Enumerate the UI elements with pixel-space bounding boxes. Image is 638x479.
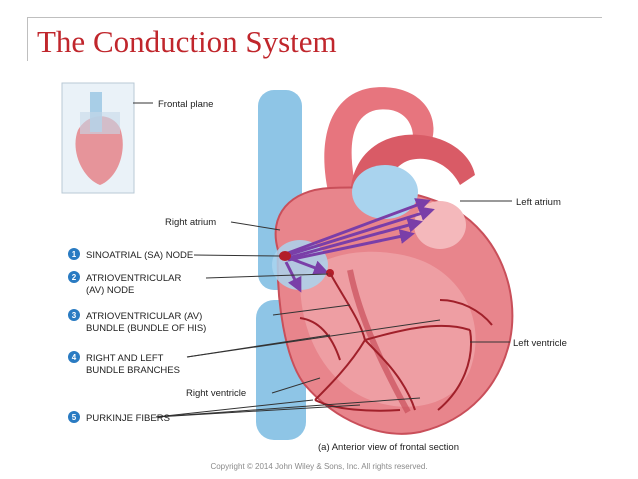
left-rule (27, 17, 28, 61)
slide-title: The Conduction System (37, 24, 337, 59)
label-av-bundle-line1: ATRIOVENTRICULAR (AV) (86, 311, 202, 322)
label-left-ventricle: Left ventricle (513, 338, 567, 349)
badge-5 (68, 411, 80, 423)
numbered-label-5: 5 PURKINJE FIBERS (68, 411, 170, 424)
sa-node (279, 251, 291, 261)
numbered-label-1: 1 SINOATRIAL (SA) NODE (68, 248, 193, 261)
copyright-notice: Copyright © 2014 John Wiley & Sons, Inc.… (210, 462, 428, 471)
label-sa-node: SINOATRIAL (SA) NODE (86, 250, 193, 261)
label-right-atrium: Right atrium (165, 217, 216, 228)
label-left-atrium: Left atrium (516, 197, 561, 208)
label-right-ventricle: Right ventricle (186, 388, 246, 399)
badge-4-num: 4 (72, 353, 77, 362)
badge-4 (68, 351, 80, 363)
badge-3 (68, 309, 80, 321)
badge-1-num: 1 (72, 250, 77, 259)
label-av-bundle-line2: BUNDLE (BUNDLE OF HIS) (86, 323, 206, 334)
label-frontal-plane: Frontal plane (158, 99, 213, 110)
label-av-node-line2: (AV) NODE (86, 285, 134, 296)
conduction-pathway (279, 198, 493, 412)
figure-caption: (a) Anterior view of frontal section (318, 442, 459, 453)
badge-5-num: 5 (72, 413, 77, 422)
numbered-label-3: 3 ATRIOVENTRICULAR (AV) BUNDLE (BUNDLE O… (68, 309, 206, 334)
label-bundle-branches-line2: BUNDLE BRANCHES (86, 365, 180, 376)
heart-illustration (256, 87, 514, 440)
top-rule (27, 17, 602, 18)
label-bundle-branches-line1: RIGHT AND LEFT (86, 353, 164, 364)
badge-2 (68, 271, 80, 283)
badge-1 (68, 248, 80, 260)
frontal-plane-inset (61, 82, 135, 194)
badge-3-num: 3 (72, 311, 77, 320)
leader-lines (133, 102, 512, 418)
label-purkinje-fibers: PURKINJE FIBERS (86, 413, 170, 424)
label-av-node-line1: ATRIOVENTRICULAR (86, 273, 182, 284)
badge-2-num: 2 (72, 273, 77, 282)
numbered-label-2: 2 ATRIOVENTRICULAR (AV) NODE (68, 271, 182, 296)
numbered-label-4: 4 RIGHT AND LEFT BUNDLE BRANCHES (68, 351, 180, 376)
